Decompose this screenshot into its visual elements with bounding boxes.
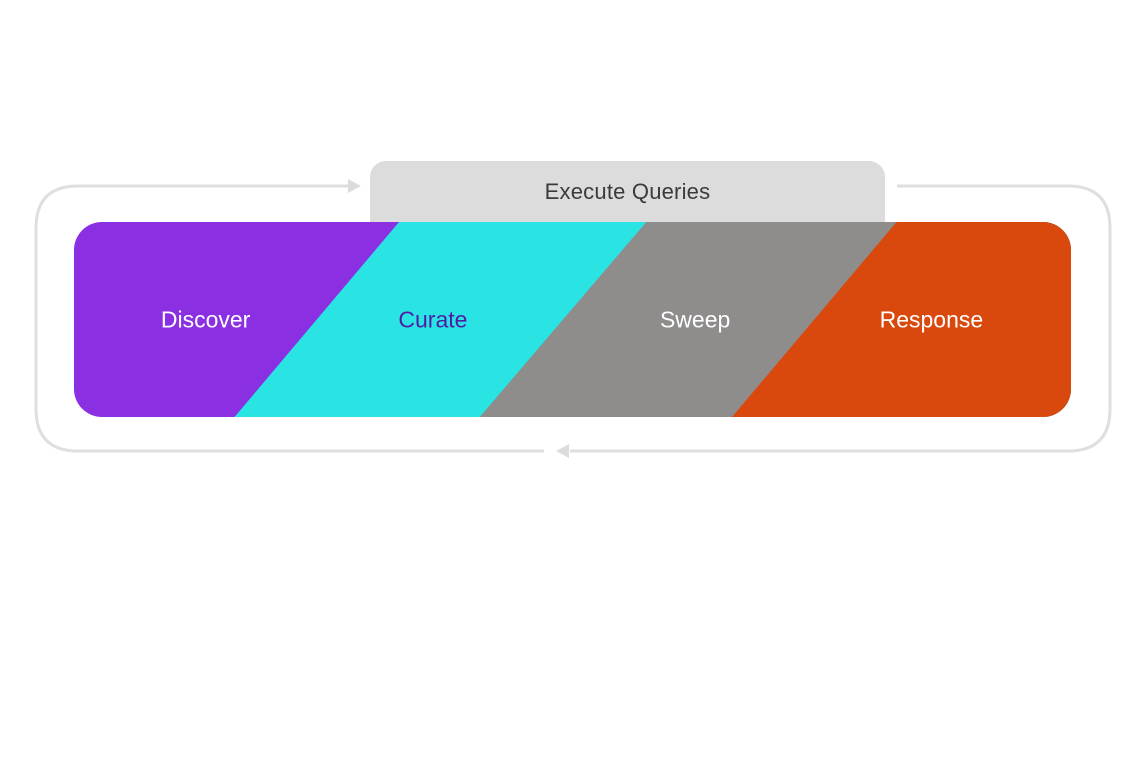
stage-label-response: Response: [879, 306, 984, 332]
arrow-right-icon: [348, 179, 361, 193]
loop-path-left: [34, 184, 544, 453]
execute-queries-label: Execute Queries: [544, 178, 711, 204]
arrow-left-icon: [556, 444, 569, 458]
pipeline-bar: Discover Curate Sweep Response: [74, 222, 1071, 417]
stage-label-sweep: Sweep: [659, 306, 731, 332]
stage-label-discover: Discover: [160, 306, 251, 332]
loop-path-right: [570, 184, 1112, 453]
execute-queries-box: Execute Queries: [370, 161, 885, 222]
stage-label-curate: Curate: [398, 306, 468, 332]
